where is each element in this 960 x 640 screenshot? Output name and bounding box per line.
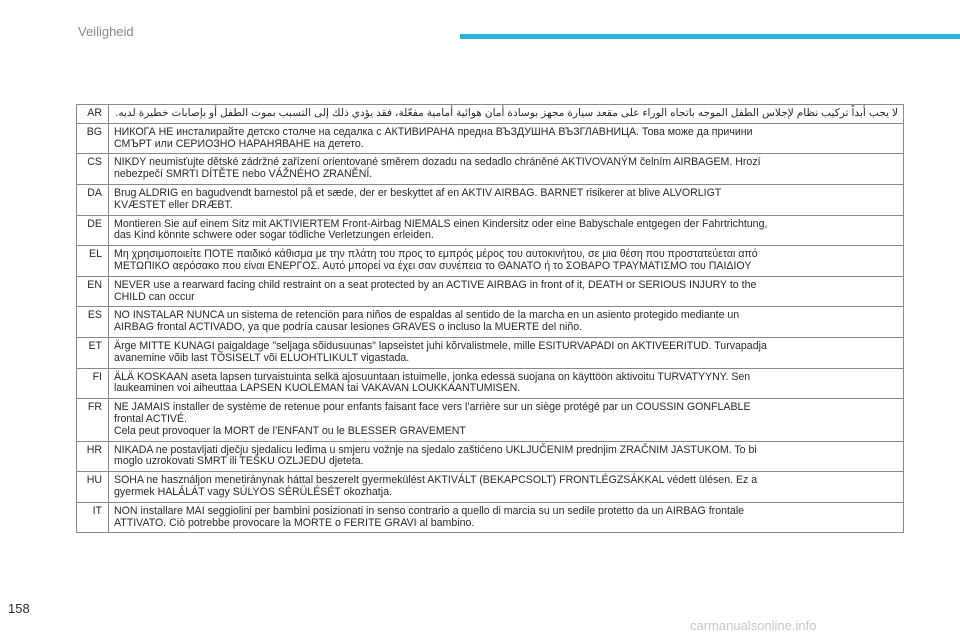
warning-text: NIKADA ne postavljati dječju sjedalicu l… — [108, 440, 904, 473]
language-code: HU — [76, 471, 109, 503]
section-accent-bar — [460, 34, 960, 39]
warning-text: NON installare MAI seggiolini per bambin… — [108, 501, 904, 534]
language-code: HR — [76, 440, 109, 473]
warning-text: Brug ALDRIG en bagudvendt barnestol på e… — [108, 183, 904, 216]
language-code: FI — [76, 367, 109, 400]
language-code: EN — [76, 275, 109, 308]
warning-text: ÄLÄ KOSKAAN aseta lapsen turvaistuinta s… — [108, 367, 904, 400]
language-code: BG — [76, 122, 109, 155]
language-code: CS — [76, 153, 109, 185]
language-code: ES — [76, 306, 109, 338]
language-code: FR — [76, 398, 109, 442]
warning-text: لا يجب أبداً تركيب نظام لإجلاس الطفل الم… — [108, 104, 904, 124]
watermark-text: carmanualsonline.info — [690, 618, 817, 633]
language-code: EL — [76, 245, 109, 277]
warning-text: SOHA ne használjon menetiránynak háttal … — [108, 471, 904, 503]
language-code: IT — [76, 501, 109, 534]
warning-text: NE JAMAIS installer de système de retenu… — [108, 398, 904, 442]
warning-text: Montieren Sie auf einem Sitz mit AKTIVIE… — [108, 214, 904, 247]
language-code: ET — [76, 336, 109, 369]
language-code: DE — [76, 214, 109, 247]
warning-text: НИКОГА НЕ инсталирайте детско столче на … — [108, 122, 904, 155]
warning-text: Μη χρησιμοποιείτε ΠΟΤΕ παιδικό κάθισμα μ… — [108, 245, 904, 277]
warning-text: NEVER use a rearward facing child restra… — [108, 275, 904, 308]
warning-text: NO INSTALAR NUNCA un sistema de retenció… — [108, 306, 904, 338]
warning-text: Ärge MITTE KUNAGI paigaldage "seljaga sõ… — [108, 336, 904, 369]
page-number: 158 — [8, 601, 30, 616]
warning-text: NIKDY neumisťujte dětské zádržné zařízen… — [108, 153, 904, 185]
language-code: DA — [76, 183, 109, 216]
language-code: AR — [76, 104, 109, 124]
section-title: Veiligheid — [78, 24, 134, 39]
